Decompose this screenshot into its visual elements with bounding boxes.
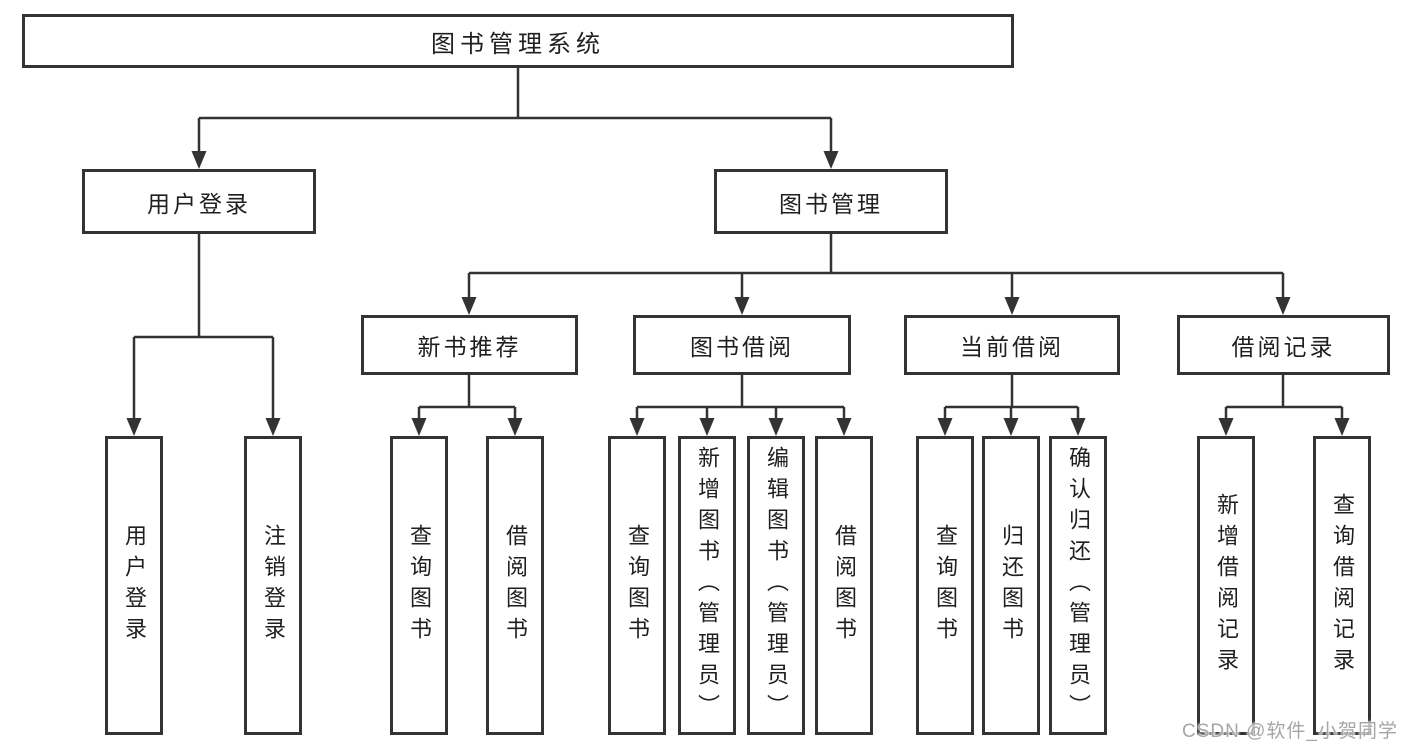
leaf-bb-edit-books-admin-label: 编辑图书（管理员） bbox=[764, 446, 789, 725]
leaf-logout-label: 注销登录 bbox=[261, 523, 286, 648]
connector-root-to-level2 bbox=[197, 68, 833, 152]
node-user-login: 用户登录 bbox=[82, 169, 316, 234]
leaf-bb-query-books-label: 查询图书 bbox=[625, 523, 650, 648]
leaf-br-add-record-label: 新增借阅记录 bbox=[1214, 492, 1239, 679]
leaf-nbr-query-books-label: 查询图书 bbox=[407, 523, 432, 648]
arrowheads-level3 bbox=[461, 297, 1291, 315]
connector-bookmgmt-to-level3 bbox=[467, 234, 1285, 298]
csdn-watermark: CSDN @软件_小贺同学 bbox=[1182, 721, 1398, 742]
node-borrowing-records: 借阅记录 bbox=[1177, 315, 1390, 375]
leaf-br-query-record-label: 查询借阅记录 bbox=[1330, 492, 1355, 679]
leaf-bb-query-books: 查询图书 bbox=[608, 436, 666, 735]
leaf-user-login-label: 用户登录 bbox=[122, 523, 147, 648]
leaf-user-login: 用户登录 bbox=[105, 436, 163, 735]
leaf-nbr-borrow-books-label: 借阅图书 bbox=[503, 523, 528, 648]
node-book-borrowing: 图书借阅 bbox=[633, 315, 851, 375]
leaf-cb-confirm-return-admin-label: 确认归还（管理员） bbox=[1066, 446, 1091, 725]
leaf-bb-add-books-admin: 新增图书（管理员） bbox=[678, 436, 736, 735]
leaf-bb-borrow-books: 借阅图书 bbox=[815, 436, 873, 735]
node-root-library-system: 图书管理系统 bbox=[22, 14, 1014, 68]
connector-userlogin-to-leaves bbox=[132, 234, 275, 419]
leaf-logout: 注销登录 bbox=[244, 436, 302, 735]
arrowheads-userlogin-leaves bbox=[126, 418, 281, 436]
leaf-cb-query-books-label: 查询图书 bbox=[933, 523, 958, 648]
leaf-cb-query-books: 查询图书 bbox=[916, 436, 974, 735]
leaf-br-query-record: 查询借阅记录 bbox=[1313, 436, 1371, 735]
leaf-nbr-borrow-books: 借阅图书 bbox=[486, 436, 544, 735]
node-new-book-recommendation: 新书推荐 bbox=[361, 315, 578, 375]
node-current-borrowing: 当前借阅 bbox=[904, 315, 1120, 375]
leaf-cb-return-books-label: 归还图书 bbox=[999, 523, 1024, 648]
arrowheads-level2 bbox=[191, 151, 839, 169]
connector-level3-to-leaves bbox=[417, 375, 1344, 419]
leaf-bb-edit-books-admin: 编辑图书（管理员） bbox=[747, 436, 805, 735]
leaf-nbr-query-books: 查询图书 bbox=[390, 436, 448, 735]
leaf-br-add-record: 新增借阅记录 bbox=[1197, 436, 1255, 735]
leaf-cb-return-books: 归还图书 bbox=[982, 436, 1040, 735]
leaf-bb-add-books-admin-label: 新增图书（管理员） bbox=[695, 446, 720, 725]
leaf-cb-confirm-return-admin: 确认归还（管理员） bbox=[1049, 436, 1107, 735]
leaf-bb-borrow-books-label: 借阅图书 bbox=[832, 523, 857, 648]
arrowheads-leaves bbox=[411, 418, 1350, 436]
node-book-management: 图书管理 bbox=[714, 169, 948, 234]
